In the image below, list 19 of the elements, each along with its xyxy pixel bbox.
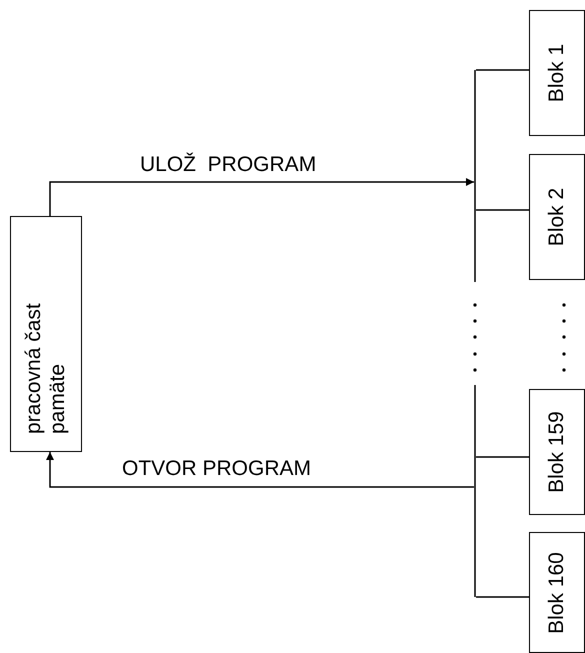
connector-line bbox=[476, 596, 529, 598]
block-label: pracovná čast pamäte bbox=[22, 302, 70, 434]
block-label: Blok 159 bbox=[545, 411, 569, 493]
block-label: Blok 2 bbox=[545, 188, 569, 246]
connector-line bbox=[476, 209, 529, 211]
block-box bbox=[10, 216, 82, 452]
block-box bbox=[529, 10, 585, 136]
block-label: Blok 160 bbox=[545, 552, 569, 634]
connector-line bbox=[476, 69, 529, 71]
edge-label: ULOŽ PROGRAM bbox=[140, 153, 316, 177]
arrow bbox=[46, 452, 474, 488]
block-box bbox=[529, 154, 585, 280]
arrow bbox=[49, 178, 474, 216]
edge-label: OTVOR PROGRAM bbox=[122, 457, 312, 481]
block-box bbox=[529, 532, 585, 653]
connector-line bbox=[476, 456, 529, 458]
block-label: Blok 1 bbox=[545, 44, 569, 102]
bus-line bbox=[474, 70, 476, 597]
block-box bbox=[529, 389, 585, 515]
